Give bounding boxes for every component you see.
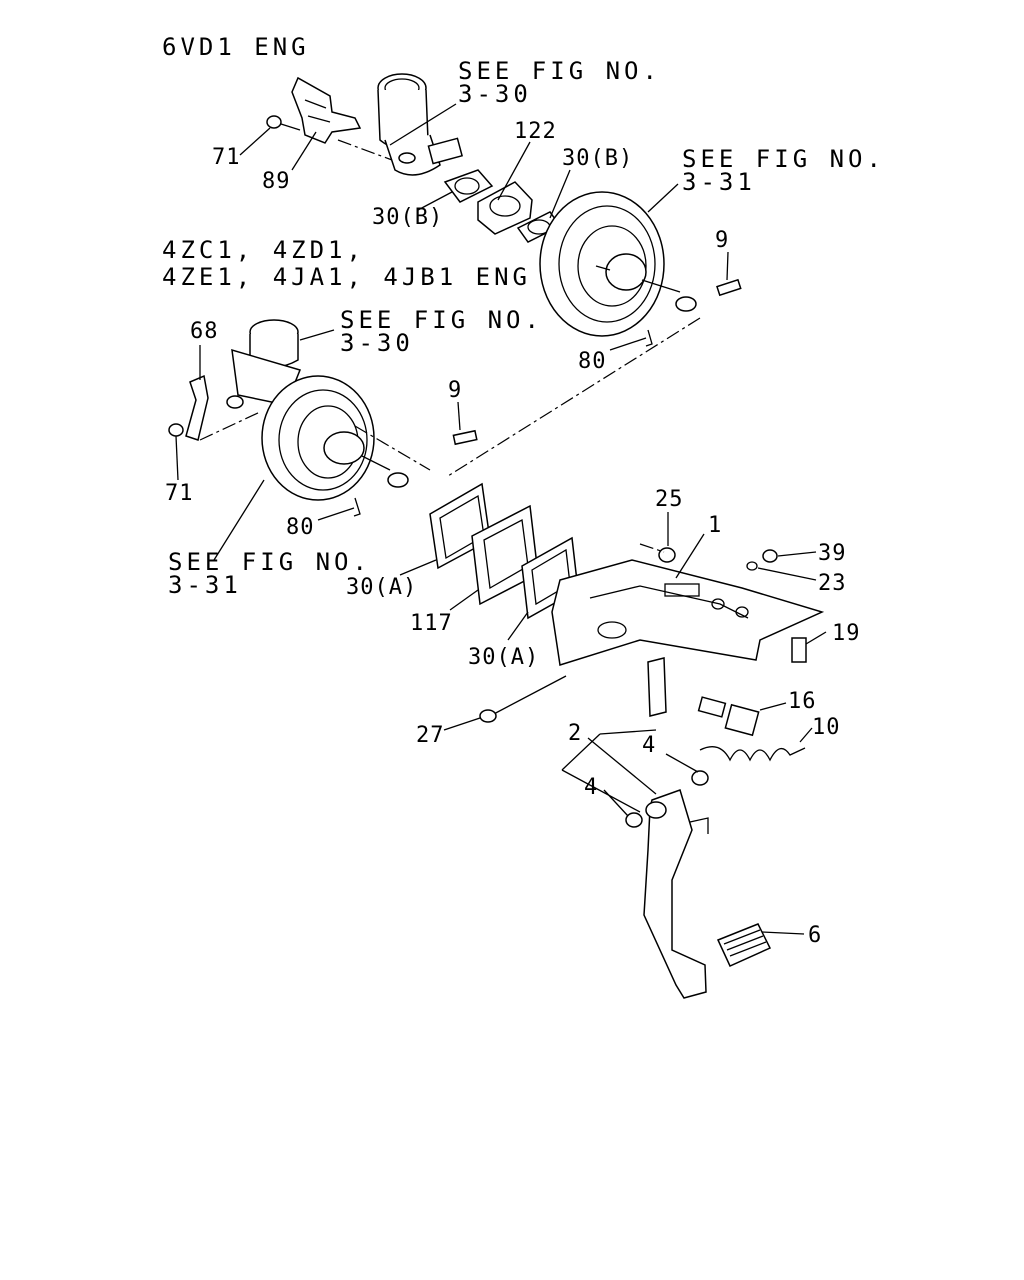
spring-10 [699,746,806,762]
switch-16 [697,696,760,737]
callout-19: 19 [832,621,861,646]
ref-mid-master-2: 3-30 [340,329,414,357]
brake-booster-mid [261,375,409,501]
pin-9-mid [452,429,478,446]
callout-16: 16 [788,689,817,714]
callout-80-top: 80 [578,349,607,374]
bolt-27 [479,675,567,723]
callout-4-upper: 4 [642,733,656,758]
callout-71-top: 71 [212,145,241,170]
bracket-89 [291,76,362,144]
ref-top-booster-1: SEE FIG NO. [682,145,885,173]
ref-top-booster-2: 3-31 [682,168,756,196]
nut-71-top [266,115,301,131]
header-4z-line2: 4ZE1, 4JA1, 4JB1 ENG [162,263,531,291]
callout-9-mid: 9 [448,378,462,403]
pin-9-top [716,278,742,297]
gasket-30b-left [443,169,494,203]
callout-10: 10 [812,715,841,740]
callout-117: 117 [410,611,453,636]
callout-89: 89 [262,169,291,194]
callout-30a-left: 30(A) [346,575,417,600]
center-line-mid [354,425,431,471]
callout-4-lower: 4 [584,775,598,800]
callout-68: 68 [190,319,219,344]
callout-6: 6 [808,923,822,948]
spacer-122 [477,181,533,235]
callout-9-top: 9 [715,228,729,253]
callout-71-mid: 71 [165,481,194,506]
callout-23: 23 [818,571,847,596]
nut-39 [762,549,778,563]
ref-bottom-booster-1: SEE FIG NO. [168,548,371,576]
washer-23 [746,561,758,571]
clip-80-mid [353,497,361,517]
callout-80-mid: 80 [286,515,315,540]
center-line-25 [639,543,665,553]
pedal-bracket-1 [551,559,825,717]
bushings-4 [625,770,709,828]
callout-30b-right: 30(B) [562,146,633,171]
ref-mid-master-1: SEE FIG NO. [340,306,543,334]
nut-25 [658,547,676,563]
pedal-pad-6 [716,923,772,967]
callout-30b-left: 30(B) [372,205,443,230]
leader-lines [175,103,827,935]
callout-30a-right: 30(A) [468,645,539,670]
callout-25: 25 [655,487,684,512]
ref-bottom-booster-2: 3-31 [168,571,242,599]
callout-122: 122 [514,119,557,144]
header-4z-line1: 4ZC1, 4ZD1, [162,236,365,264]
center-line-top-left [337,139,393,161]
bracket-68 [185,374,209,441]
clip-80-top [645,329,653,347]
center-line-top-right [447,317,701,477]
callout-27: 27 [416,723,445,748]
ref-top-master-2: 3-30 [458,80,532,108]
master-cylinder-top [377,73,463,176]
header-6vd1: 6VD1 ENG [162,33,310,61]
bolt-19 [791,637,807,663]
pedal-arm-2 [643,789,709,999]
callout-39: 39 [818,541,847,566]
callout-2: 2 [568,721,582,746]
center-line-mid-left [199,411,261,441]
ref-top-master-1: SEE FIG NO. [458,57,661,85]
nut-71-mid [168,423,184,437]
callout-1: 1 [708,513,722,538]
brake-booster-top [539,191,697,337]
